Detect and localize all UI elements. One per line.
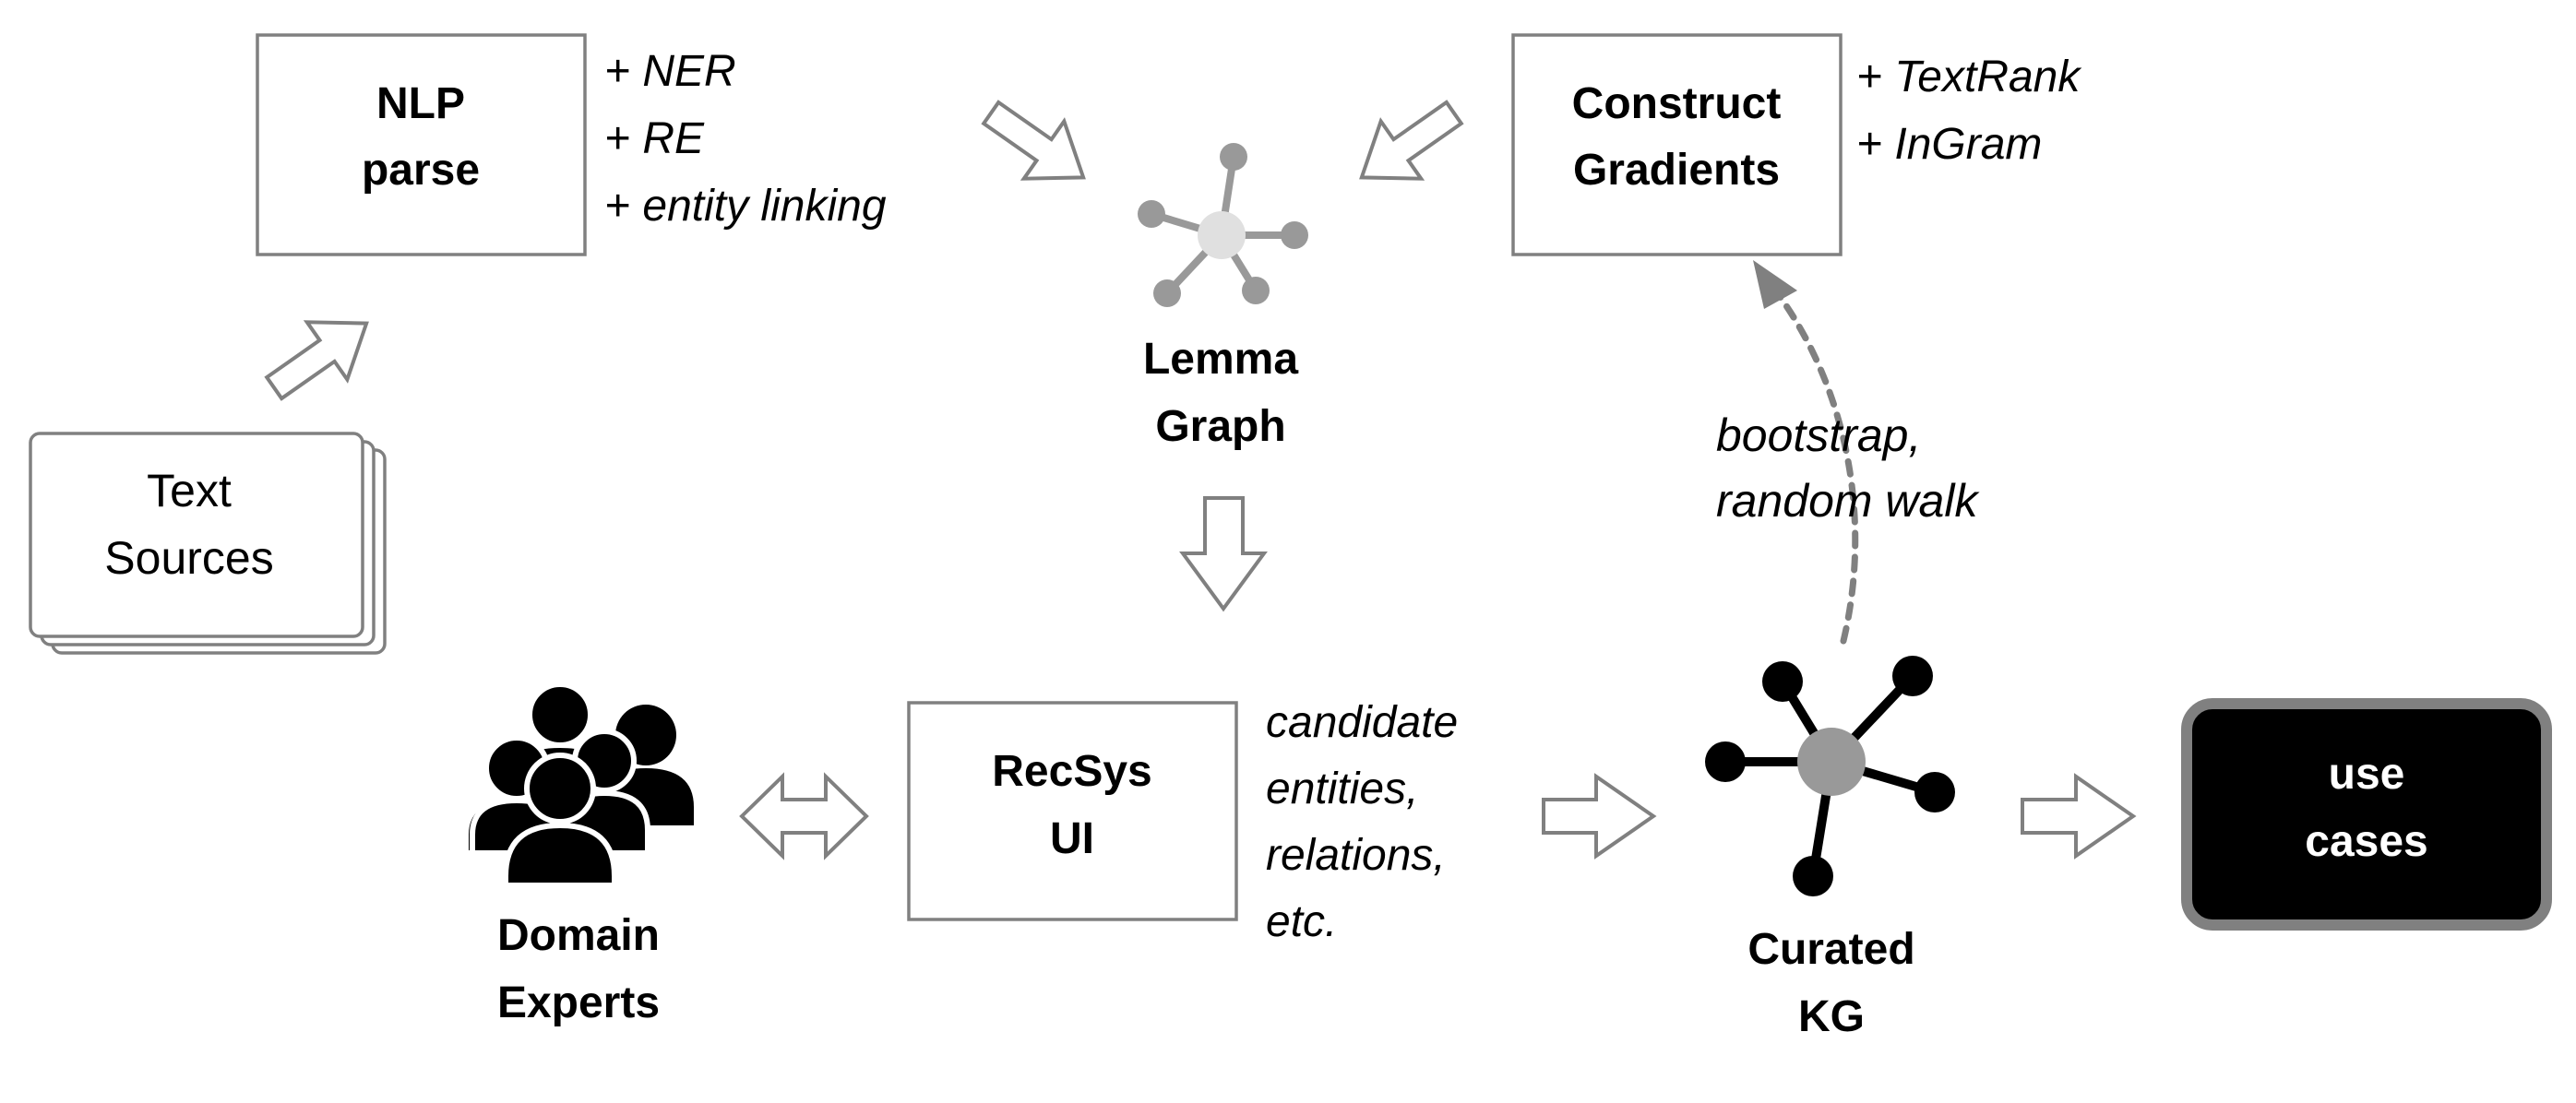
nlp-note-entity-linking: + entity linking — [604, 182, 887, 231]
construct-label-line2: Gradients — [1573, 146, 1780, 195]
use-cases-node: use cases — [2181, 698, 2552, 931]
arrow-recsys-to-kg — [1542, 773, 1657, 860]
arrow-experts-recsys-bidirectional — [739, 772, 869, 860]
nlp-note-ner: + NER — [604, 47, 736, 96]
arrow-lemma-to-recsys — [1179, 496, 1268, 612]
bootstrap-note-line2: random walk — [1716, 475, 1980, 527]
text-sources-card-front — [29, 432, 364, 638]
arrow-kg-to-usecases — [2021, 773, 2137, 860]
construct-gradients-box — [1511, 33, 1843, 256]
bootstrap-note-line1: bootstrap, — [1716, 409, 1921, 461]
text-sources-label-line1: Text — [147, 465, 232, 516]
bootstrap-note: bootstrap, random walk — [1716, 409, 1980, 527]
recsys-note-entities: entities, — [1266, 765, 1418, 813]
curated-kg-icon — [1705, 656, 1955, 896]
domain-experts-label: Domain Experts — [497, 911, 660, 1027]
text-sources-label-line2: Sources — [104, 532, 273, 584]
arrow-nlp-to-lemma — [981, 100, 1086, 181]
construct-notes: + TextRank + InGram — [1856, 53, 2082, 169]
domain-experts-icon — [463, 682, 694, 888]
recsys-notes: candidate entities, relations, etc. — [1266, 698, 1458, 946]
bootstrap-dashed-arrow — [1753, 260, 1859, 645]
nlp-parse-node: NLP parse — [256, 33, 587, 256]
nlp-note-re: + RE — [604, 114, 705, 163]
curated-kg-label-line2: KG — [1798, 992, 1865, 1041]
domain-experts-label-line1: Domain — [497, 911, 660, 960]
lemma-graph-label-line2: Graph — [1155, 402, 1285, 451]
use-cases-label-line1: use — [2329, 750, 2405, 799]
domain-experts-label-line2: Experts — [497, 978, 660, 1027]
recsys-ui-box — [907, 701, 1238, 921]
use-cases-label-line2: cases — [2305, 817, 2427, 866]
curated-kg-label-line1: Curated — [1747, 925, 1914, 974]
recsys-ui-node: RecSys UI — [907, 701, 1238, 921]
arrow-construct-to-lemma — [1359, 100, 1464, 181]
construct-note-ingram: + InGram — [1856, 120, 2042, 169]
nlp-parse-label-line1: NLP — [376, 79, 465, 128]
arrow-sources-to-nlp — [264, 320, 369, 401]
lemma-graph-label: Lemma Graph — [1143, 335, 1298, 451]
text-sources-stack: Text Sources — [29, 432, 387, 655]
nlp-parse-box — [256, 33, 587, 256]
curated-kg-label: Curated KG — [1747, 925, 1914, 1041]
nlp-notes: + NER + RE + entity linking — [604, 47, 887, 231]
nlp-parse-label-line2: parse — [362, 146, 480, 195]
recsys-note-candidate: candidate — [1266, 698, 1458, 747]
construct-gradients-node: Construct Gradients — [1511, 33, 1843, 256]
recsys-label-line1: RecSys — [992, 747, 1151, 796]
lemma-graph-icon — [1138, 143, 1308, 307]
recsys-note-relations: relations, — [1266, 831, 1446, 880]
recsys-label-line2: UI — [1050, 814, 1094, 863]
recsys-note-etc: etc. — [1266, 897, 1337, 946]
construct-note-textrank: + TextRank — [1856, 53, 2082, 101]
use-cases-box — [2181, 698, 2552, 931]
lemma-graph-label-line1: Lemma — [1143, 335, 1298, 384]
construct-label-line1: Construct — [1572, 79, 1782, 128]
